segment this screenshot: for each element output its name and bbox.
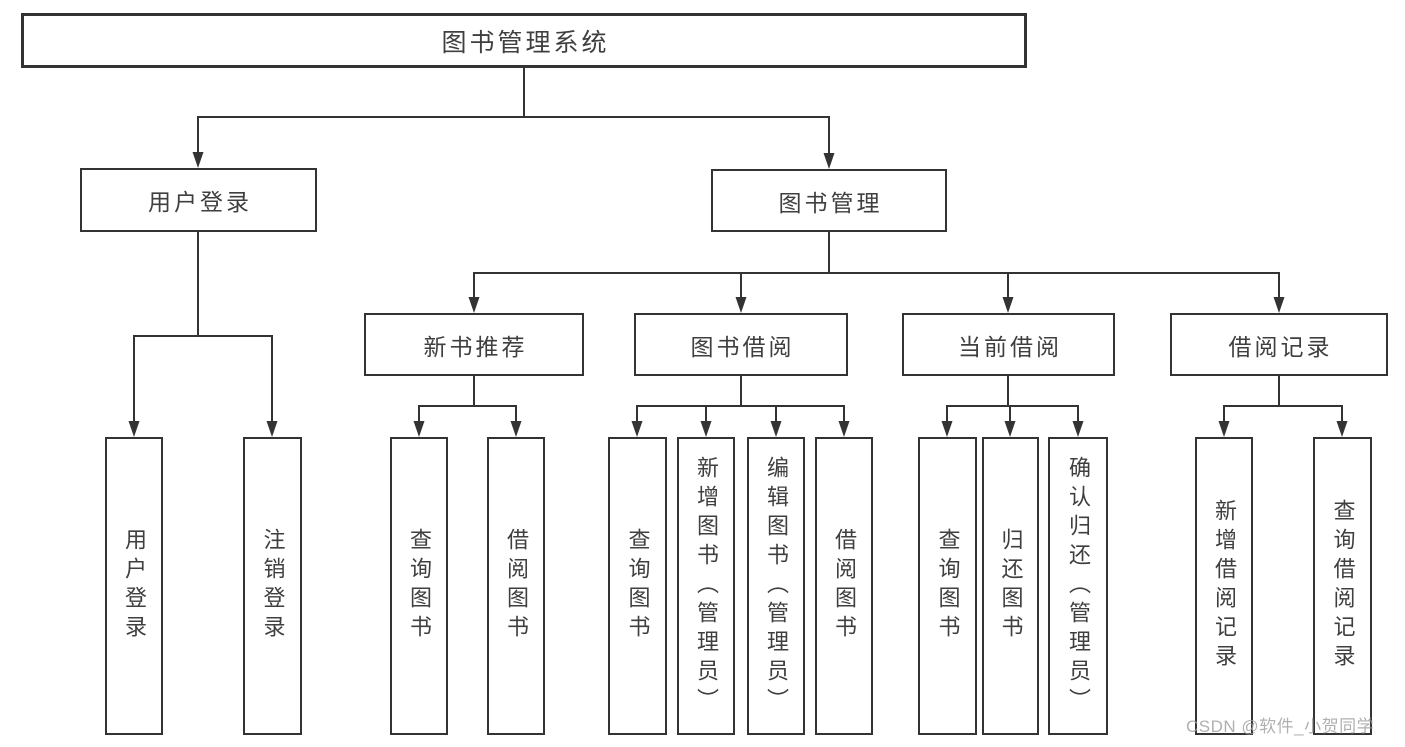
leaf-logout: 注销登录: [243, 437, 302, 735]
leaf-cb-query-books: 查询图书: [918, 437, 977, 735]
node-book-management-label: 图书管理: [778, 189, 883, 216]
leaf-br-add-record-label: 新增借阅记录: [1212, 499, 1237, 673]
leaf-bb-add-books-admin-label: 新增图书（管理员）: [694, 455, 719, 717]
leaf-logout-label: 注销登录: [260, 528, 286, 644]
leaf-nbr-borrow-books: 借阅图书: [487, 437, 545, 735]
arrowheads: [128, 152, 1348, 437]
leaf-bb-borrow-books-label: 借阅图书: [832, 528, 857, 644]
leaf-bb-edit-books-admin: 编辑图书（管理员）: [747, 437, 805, 735]
node-borrow-records: 借阅记录: [1170, 313, 1388, 376]
leaf-br-query-record-label: 查询借阅记录: [1330, 499, 1356, 673]
leaf-user-login-label: 用户登录: [122, 528, 147, 644]
leaf-nbr-borrow-books-label: 借阅图书: [504, 528, 529, 644]
node-book-management: 图书管理: [711, 169, 947, 232]
node-book-borrow-label: 图书借阅: [690, 333, 795, 360]
node-book-borrow: 图书借阅: [634, 313, 848, 376]
leaf-bb-borrow-books: 借阅图书: [815, 437, 873, 735]
leaf-bb-edit-books-admin-label: 编辑图书（管理员）: [764, 455, 789, 717]
node-new-book-recommend: 新书推荐: [364, 313, 584, 376]
connector-edges: [133, 67, 1343, 425]
leaf-bb-query-books: 查询图书: [608, 437, 667, 735]
leaf-cb-confirm-return-admin-label: 确认归还（管理员）: [1066, 455, 1091, 717]
leaf-br-add-record: 新增借阅记录: [1195, 437, 1253, 735]
leaf-user-login: 用户登录: [105, 437, 163, 735]
leaf-bb-add-books-admin: 新增图书（管理员）: [677, 437, 735, 735]
leaf-br-query-record: 查询借阅记录: [1313, 437, 1372, 735]
node-current-borrow: 当前借阅: [902, 313, 1115, 376]
node-user-login-label: 用户登录: [148, 189, 252, 215]
leaf-bb-query-books-label: 查询图书: [625, 528, 651, 644]
csdn-watermark: CSDN @软件_小贺同学: [1186, 717, 1375, 736]
leaf-cb-return-books-label: 归还图书: [998, 528, 1024, 644]
leaf-cb-query-books-label: 查询图书: [935, 528, 961, 644]
node-library-system-label: 图书管理系统: [441, 28, 610, 57]
node-user-login: 用户登录: [80, 168, 317, 232]
node-new-book-recommend-label: 新书推荐: [423, 333, 528, 360]
leaf-cb-confirm-return-admin: 确认归还（管理员）: [1048, 437, 1108, 735]
leaf-cb-return-books: 归还图书: [982, 437, 1039, 735]
node-current-borrow-label: 当前借阅: [958, 333, 1062, 360]
node-borrow-records-label: 借阅记录: [1228, 333, 1333, 360]
leaf-nbr-query-books: 查询图书: [390, 437, 448, 735]
leaf-nbr-query-books-label: 查询图书: [407, 528, 432, 644]
node-library-system: 图书管理系统: [21, 13, 1027, 68]
